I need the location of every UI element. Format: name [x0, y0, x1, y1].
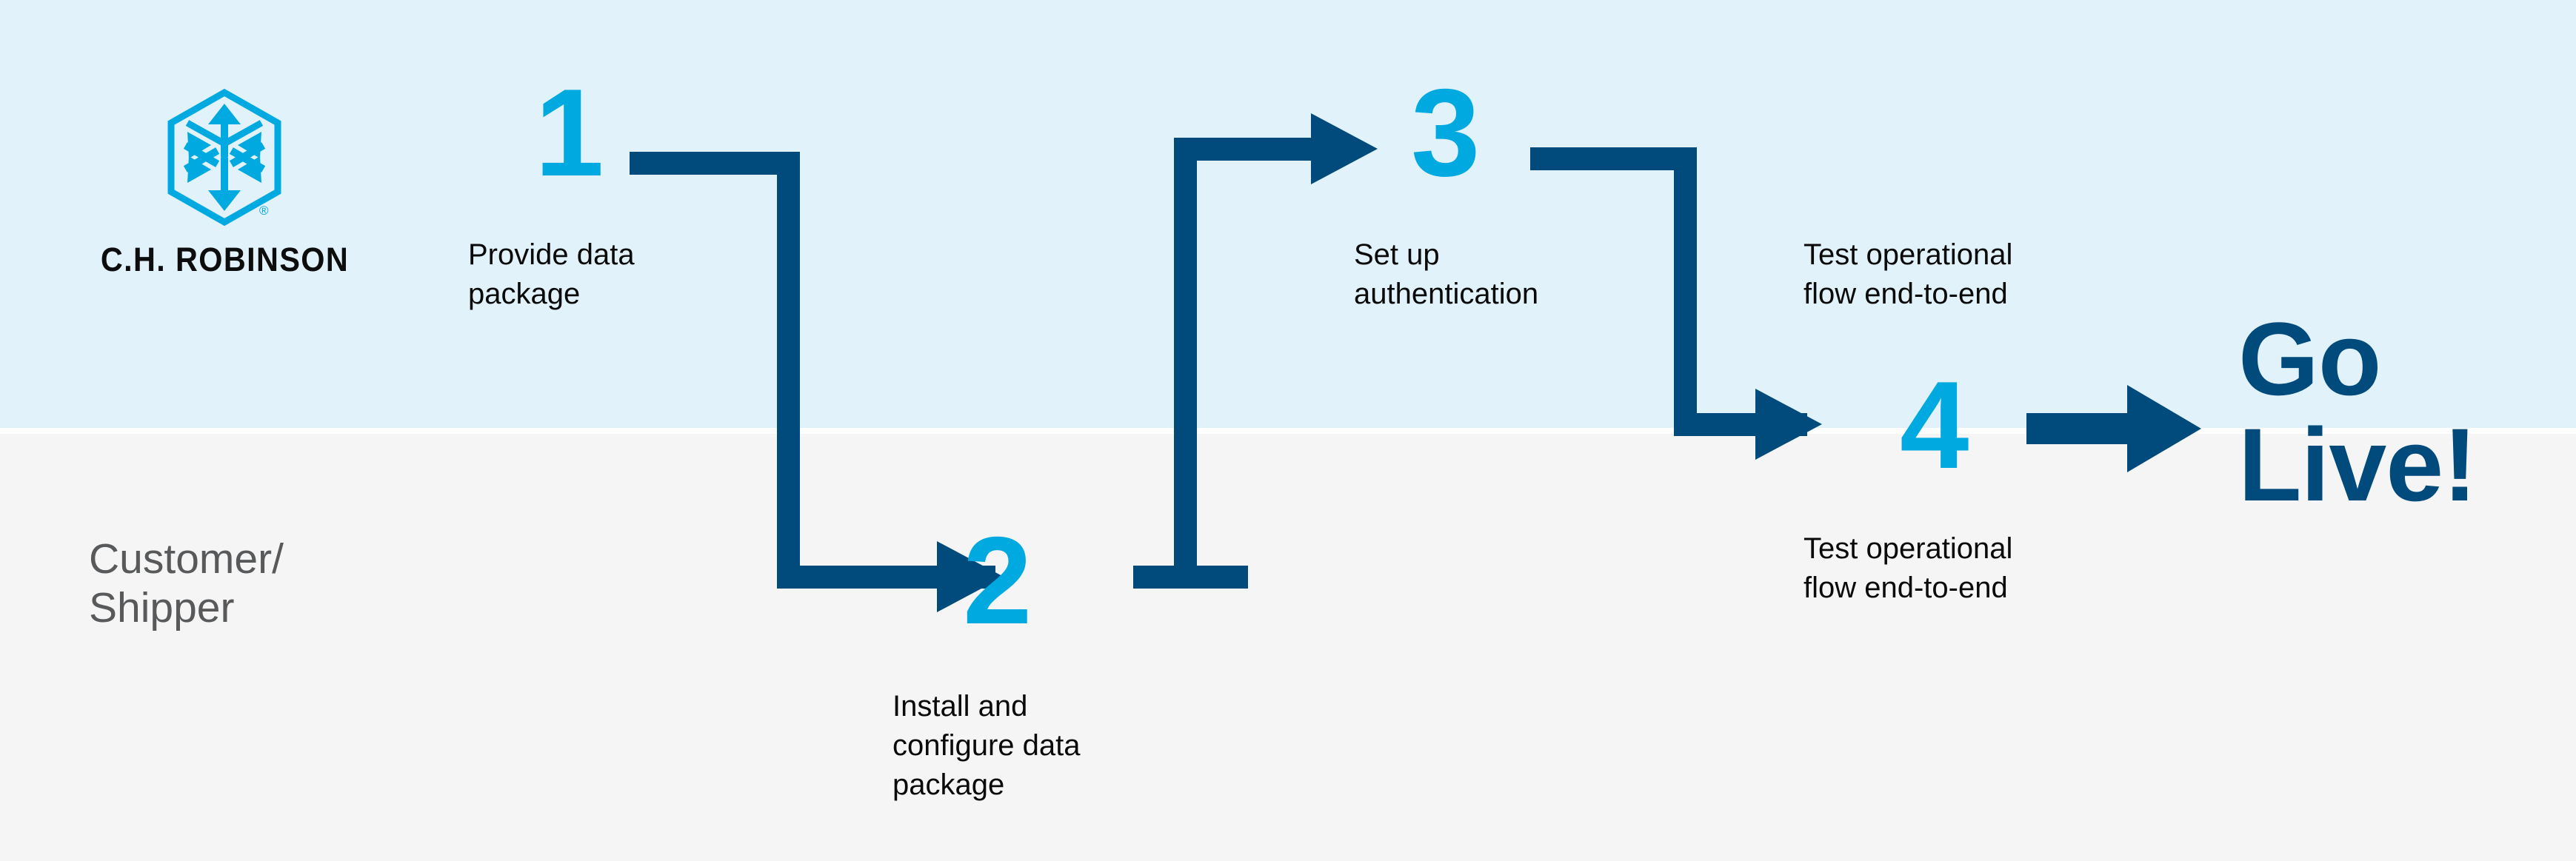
- ch-robinson-hexagon-cube-logo-icon: [167, 89, 281, 226]
- brand-logo: ® C.H. ROBINSON: [101, 89, 348, 281]
- step-caption-4-line-2: flow end-to-end: [1803, 571, 2008, 604]
- step-number-1: 1: [535, 63, 604, 202]
- step-caption-4-line-1: Test operational: [1803, 532, 2013, 565]
- go-live-line-1: Go: [2238, 301, 2381, 417]
- lane-label-line-2: Shipper: [89, 584, 235, 632]
- step-caption-3-line-2: authentication: [1354, 277, 1539, 310]
- connector-segment-horizontal: [2026, 413, 2145, 444]
- step-number-3: 3: [1411, 63, 1480, 202]
- band-ch-robinson: [0, 0, 2576, 428]
- connector-segment-vertical: [1674, 147, 1697, 436]
- lane-label-line-1: Customer/: [89, 535, 284, 583]
- connector-arrowhead-icon: [2127, 385, 2201, 472]
- connector-segment-vertical: [777, 152, 800, 589]
- connector-segment-vertical: [1174, 138, 1197, 589]
- step-caption-4: Test operational flow end-to-end: [1803, 529, 2100, 608]
- go-live-callout: Go Live!: [2238, 306, 2477, 518]
- step-caption-3-line-1: Set up: [1354, 238, 1440, 271]
- connector-arrowhead-icon: [1311, 113, 1378, 184]
- step-caption-3: Set up authentication: [1354, 235, 1635, 314]
- step-number-2: 2: [963, 511, 1032, 650]
- connector-segment-horizontal: [1530, 147, 1697, 170]
- step-caption-2-line-1: Install and: [892, 690, 1028, 723]
- brand-wordmark: C.H. ROBINSON: [100, 241, 350, 278]
- annotation-test-flow-top: Test operational flow end-to-end: [1803, 235, 2100, 314]
- connector-arrowhead-icon: [937, 541, 1004, 612]
- step-caption-2-line-2: configure data: [892, 728, 1081, 762]
- step-caption-2: Install and configure data package: [892, 687, 1159, 804]
- registered-trademark-icon: ®: [259, 204, 269, 218]
- step-caption-1: Provide data package: [468, 235, 713, 314]
- step-caption-1-line-1: Provide data: [468, 238, 635, 271]
- annotation-test-flow-top-line-2: flow end-to-end: [1803, 277, 2008, 310]
- step-caption-2-line-3: package: [892, 768, 1005, 801]
- band-customer-shipper: [0, 434, 2576, 861]
- connector-segment-horizontal: [630, 152, 800, 175]
- lane-label-customer-shipper: Customer/ Shipper: [89, 535, 400, 632]
- annotation-test-flow-top-line-1: Test operational: [1803, 238, 2013, 271]
- step-caption-1-line-2: package: [468, 277, 581, 310]
- go-live-line-2: Live!: [2238, 406, 2477, 523]
- connector-arrowhead-icon: [1755, 389, 1822, 460]
- step-number-4: 4: [1900, 355, 1969, 495]
